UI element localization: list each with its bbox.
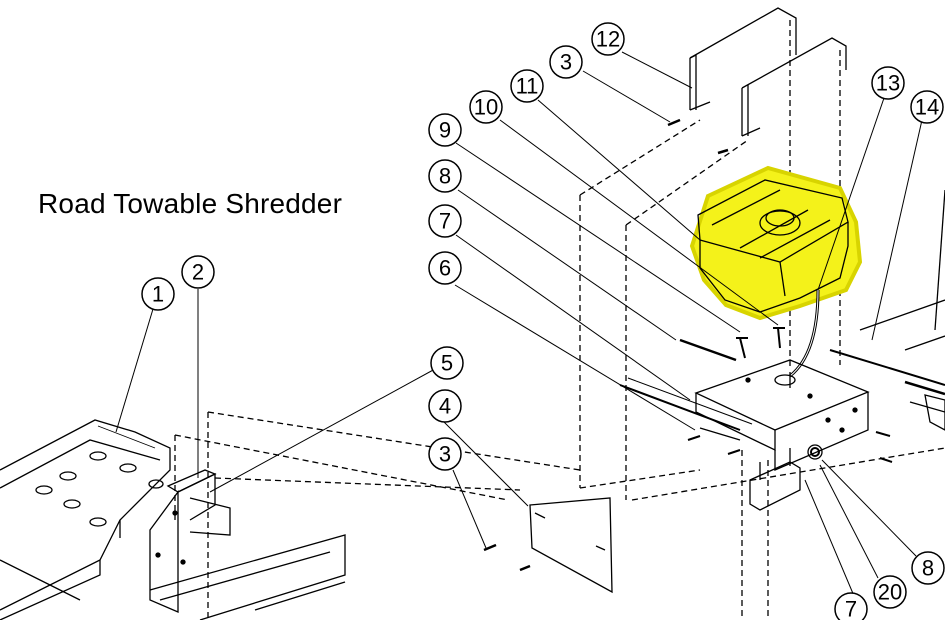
lift-handle-part <box>689 7 847 137</box>
svg-text:11: 11 <box>516 74 539 99</box>
svg-text:14: 14 <box>915 95 939 120</box>
bracket-part <box>149 469 231 613</box>
left-dashed-guide <box>174 411 581 620</box>
callout-2: 2 <box>181 255 215 289</box>
rods-part <box>619 377 753 455</box>
svg-text:7: 7 <box>845 597 857 620</box>
callout-12: 12 <box>591 22 625 56</box>
callout-11: 11 <box>510 69 544 103</box>
fuel-tank-highlight <box>689 165 863 321</box>
svg-text:5: 5 <box>441 351 453 376</box>
svg-text:3: 3 <box>439 442 451 467</box>
callout-13: 13 <box>871 66 905 100</box>
svg-text:13: 13 <box>876 71 900 96</box>
svg-text:2: 2 <box>192 260 204 285</box>
svg-text:1: 1 <box>152 282 164 307</box>
callout-7-left: 7 <box>428 204 462 238</box>
callout-14: 14 <box>910 90 944 124</box>
engine-box-part <box>694 359 870 511</box>
svg-text:20: 20 <box>878 580 902 605</box>
svg-text:9: 9 <box>439 118 451 143</box>
callout-4: 4 <box>428 389 462 423</box>
leader-lines <box>115 51 923 604</box>
callout-7-bottom: 7 <box>834 592 868 620</box>
callout-5: 5 <box>430 346 464 380</box>
callout-9: 9 <box>428 113 462 147</box>
diagram-title: Road Towable Shredder <box>38 188 343 219</box>
bolts-top <box>667 118 729 155</box>
callout-8-left: 8 <box>428 159 462 193</box>
svg-text:4: 4 <box>439 394 451 419</box>
svg-text:8: 8 <box>922 556 934 581</box>
svg-text:3: 3 <box>560 50 572 75</box>
callout-1: 1 <box>141 277 175 311</box>
callout-6: 6 <box>428 251 462 285</box>
svg-text:8: 8 <box>439 164 451 189</box>
cover-plate-part <box>529 497 613 594</box>
callout-10: 10 <box>469 90 503 124</box>
shredder-hopper-part <box>0 419 346 620</box>
screws-part-3 <box>483 543 531 572</box>
svg-text:7: 7 <box>439 209 451 234</box>
svg-text:10: 10 <box>474 95 498 120</box>
right-side-parts <box>829 189 945 463</box>
callout-8-right: 8 <box>911 551 945 585</box>
svg-text:6: 6 <box>439 256 451 281</box>
callout-3-top: 3 <box>549 45 583 79</box>
callout-20: 20 <box>873 575 907 609</box>
mount-bolts <box>679 327 785 362</box>
svg-text:12: 12 <box>596 27 620 52</box>
callout-3-bottom: 3 <box>428 437 462 471</box>
callout-group: 1 2 3 3 4 5 6 7 7 8 8 9 10 11 12 13 14 2… <box>141 22 945 620</box>
